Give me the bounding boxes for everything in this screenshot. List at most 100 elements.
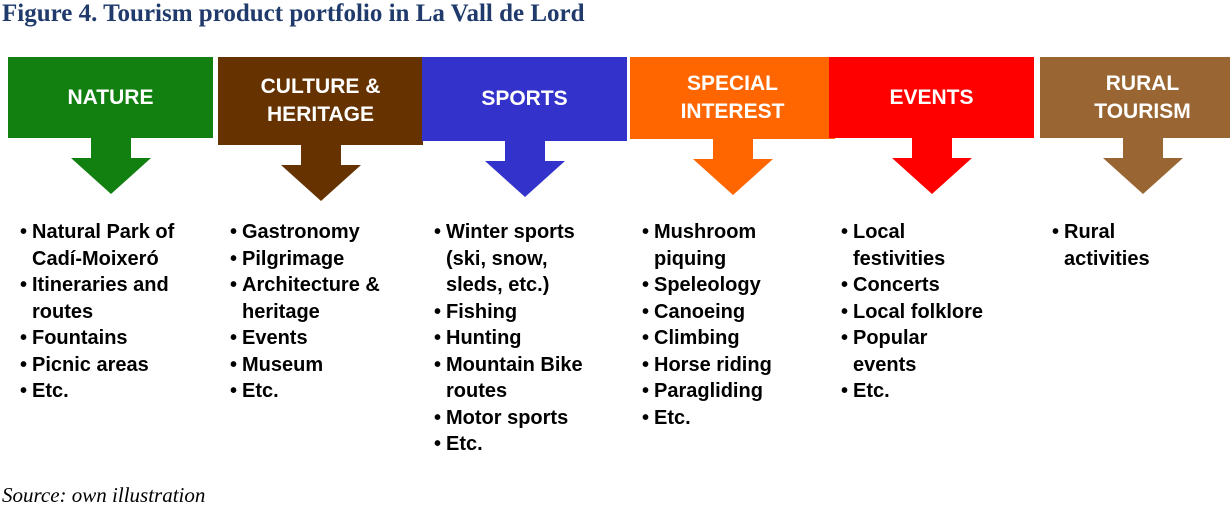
- bullet-icon: •: [841, 380, 849, 402]
- bullet-icon: •: [230, 221, 238, 243]
- category-label-line: SPECIAL: [686, 72, 778, 95]
- item-text-line: Pilgrimage: [242, 247, 345, 270]
- bullet-icon: •: [841, 274, 849, 296]
- item-text-line: heritage: [242, 300, 320, 323]
- bullet-icon: •: [434, 353, 442, 376]
- item-text-line: Hunting: [446, 327, 522, 349]
- bullet-icon: •: [841, 300, 849, 323]
- item-text-line: Fountains: [32, 327, 128, 349]
- category-label-line: NATURE: [67, 85, 154, 109]
- list-item: •Etc.: [230, 378, 425, 405]
- list-item: •Pilgrimage: [230, 246, 425, 273]
- down-arrow-icon: [71, 138, 151, 194]
- item-text-line: Architecture &: [242, 274, 380, 296]
- bullet-icon: •: [434, 433, 442, 455]
- bullet-icon: •: [20, 353, 28, 376]
- item-text-line: Cadí-Moixeró: [32, 247, 159, 270]
- bullet-icon: •: [230, 380, 238, 402]
- list-item: •Climbing: [642, 325, 837, 352]
- item-text-line: Canoeing: [654, 300, 746, 323]
- item-text-line: Etc.: [654, 406, 691, 429]
- down-arrow-icon: [693, 139, 773, 195]
- item-text-line: Local: [853, 221, 906, 243]
- figure-title: Figure 4. Tourism product portfolio in L…: [2, 0, 585, 27]
- list-item: •Natural Park of Cadí-Moixeró: [20, 219, 215, 272]
- item-text-line: Etc.: [32, 380, 69, 402]
- category-item-list: •Gastronomy•Pilgrimage•Architecture &her…: [230, 219, 425, 405]
- item-text-line: piquing: [654, 247, 727, 270]
- list-item: •Etc.: [841, 378, 1036, 405]
- bullet-icon: •: [230, 247, 238, 270]
- down-arrow-icon: [1103, 138, 1183, 194]
- down-arrow-icon: [281, 145, 361, 201]
- list-item: •Winter sports(ski, snow,sleds, etc.): [434, 219, 629, 299]
- bullet-icon: •: [642, 380, 650, 402]
- bullet-icon: •: [1052, 221, 1060, 243]
- category-label-line: EVENTS: [889, 85, 974, 109]
- item-text-line: Events: [242, 327, 308, 349]
- category-item-list: •Winter sports(ski, snow,sleds, etc.)•Fi…: [434, 219, 629, 458]
- list-item: •Etc.: [20, 378, 215, 405]
- bullet-icon: •: [434, 327, 442, 349]
- bullet-icon: •: [434, 221, 442, 243]
- item-text-line: Natural Park of: [32, 221, 175, 243]
- list-item: •Architecture & heritage: [230, 272, 425, 325]
- category-header: SPORTS: [422, 57, 627, 141]
- category-label-line: RURAL: [1105, 71, 1180, 95]
- bullet-icon: •: [642, 353, 650, 376]
- item-text-line: Itineraries and: [32, 274, 169, 296]
- list-item: •Fishing: [434, 299, 629, 326]
- down-arrow-icon: [892, 138, 972, 194]
- bullet-icon: •: [642, 221, 650, 243]
- item-text-line: Paragliding: [654, 380, 763, 402]
- item-text-line: Climbing: [654, 327, 740, 349]
- category-header: RURAL TOURISM: [1040, 57, 1230, 138]
- list-item: •Speleology: [642, 272, 837, 299]
- item-text-line: Winter sports: [446, 221, 575, 243]
- bullet-icon: •: [841, 221, 849, 243]
- bullet-icon: •: [230, 327, 238, 349]
- list-item: •Fountains: [20, 325, 215, 352]
- item-text-line: Rural: [1064, 221, 1116, 243]
- item-text-line: Horse riding: [654, 353, 772, 376]
- list-item: •Canoeing: [642, 299, 837, 326]
- list-item: •Etc.: [434, 431, 629, 458]
- list-item: •Paragliding: [642, 378, 837, 405]
- list-item: •Motor sports: [434, 405, 629, 432]
- item-text-line: festivities: [853, 247, 946, 270]
- list-item: •Museum: [230, 352, 425, 379]
- item-text-line: Etc.: [853, 380, 890, 402]
- bullet-icon: •: [20, 221, 28, 243]
- list-item: •Etc.: [642, 405, 837, 432]
- category-label-line: TOURISM: [1094, 99, 1191, 123]
- item-text-line: events: [853, 353, 917, 376]
- item-text-line: Popular: [853, 327, 928, 349]
- item-text-line: Mountain Bike: [446, 353, 583, 376]
- list-item: •Local folklore: [841, 299, 1036, 326]
- category-header: EVENTS: [829, 57, 1034, 138]
- item-text-line: routes: [446, 380, 508, 402]
- list-item: •Horse riding: [642, 352, 837, 379]
- down-arrow-icon: [485, 141, 565, 197]
- item-text-line: sleds, etc.): [446, 274, 550, 296]
- bullet-icon: •: [20, 327, 28, 349]
- item-text-line: Gastronomy: [242, 221, 360, 243]
- bullet-icon: •: [642, 406, 650, 429]
- item-text-line: Fishing: [446, 300, 518, 323]
- list-item: •Events: [230, 325, 425, 352]
- category-header: CULTURE &HERITAGE: [218, 57, 423, 145]
- item-text-line: Local folklore: [853, 300, 984, 323]
- category-label-line: CULTURE &: [260, 75, 381, 98]
- list-item: •Gastronomy: [230, 219, 425, 246]
- bullet-icon: •: [642, 274, 650, 296]
- figure-source: Source: own illustration: [2, 483, 206, 507]
- bullet-icon: •: [230, 274, 238, 296]
- list-item: •Concerts: [841, 272, 1036, 299]
- bullet-icon: •: [20, 274, 28, 296]
